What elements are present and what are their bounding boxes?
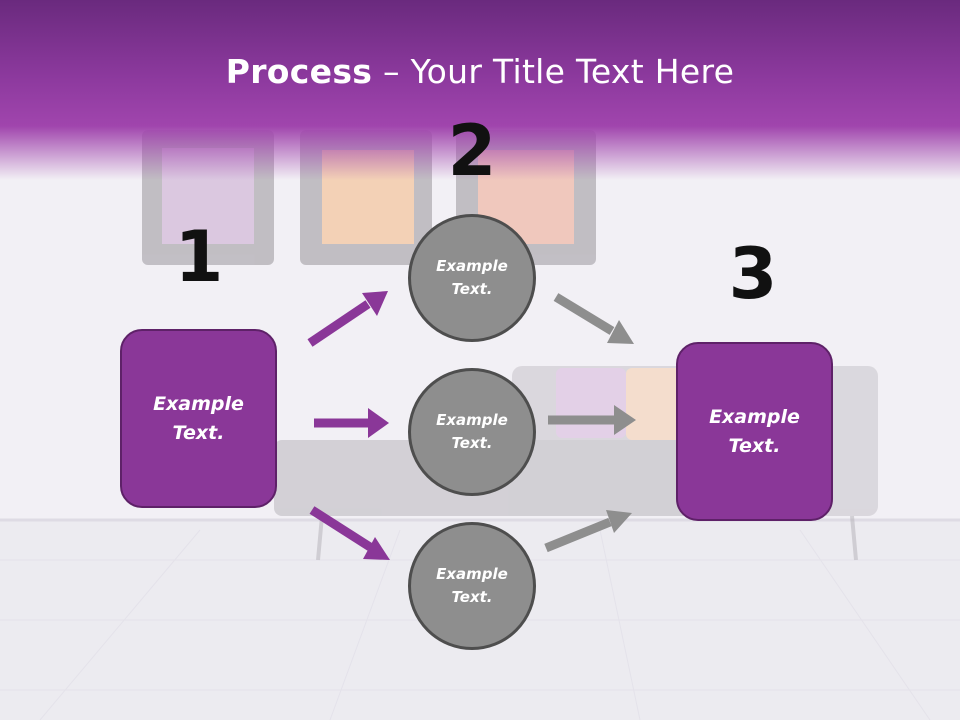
circle-bottom-line-1: Example	[436, 564, 508, 583]
arrow-left-to-middle	[314, 408, 389, 438]
circle-middle-line-1: Example	[436, 410, 508, 429]
left-step-box: Example Text.	[120, 329, 277, 508]
arrow-middle-to-right	[548, 405, 636, 435]
arrow-bottom-to-right	[544, 510, 632, 553]
right-step-box: Example Text.	[676, 342, 833, 521]
right-box-line-2: Text.	[728, 434, 781, 457]
circle-top-line-2: Text.	[451, 280, 493, 298]
slide-title: Process – Your Title Text Here	[0, 52, 960, 91]
circle-bottom: Example Text.	[408, 522, 536, 650]
step-number-2: 2	[447, 110, 497, 192]
title-rest: – Your Title Text Here	[372, 52, 735, 91]
circle-bottom-line-2: Text.	[451, 588, 493, 606]
arrow-left-to-bottom	[309, 506, 390, 560]
circle-middle: Example Text.	[408, 368, 536, 496]
circle-top: Example Text.	[408, 214, 536, 342]
left-box-line-2: Text.	[172, 421, 225, 444]
arrow-top-to-right	[553, 293, 634, 344]
left-box-line-1: Example	[153, 393, 244, 415]
right-box-line-1: Example	[709, 406, 800, 428]
circle-middle-line-2: Text.	[451, 434, 493, 452]
step-number-3: 3	[728, 233, 778, 315]
circle-top-line-1: Example	[436, 256, 508, 275]
title-bold: Process	[225, 52, 373, 91]
arrow-left-to-top	[307, 291, 388, 347]
title-bar	[0, 0, 960, 180]
step-number-1: 1	[174, 216, 224, 298]
